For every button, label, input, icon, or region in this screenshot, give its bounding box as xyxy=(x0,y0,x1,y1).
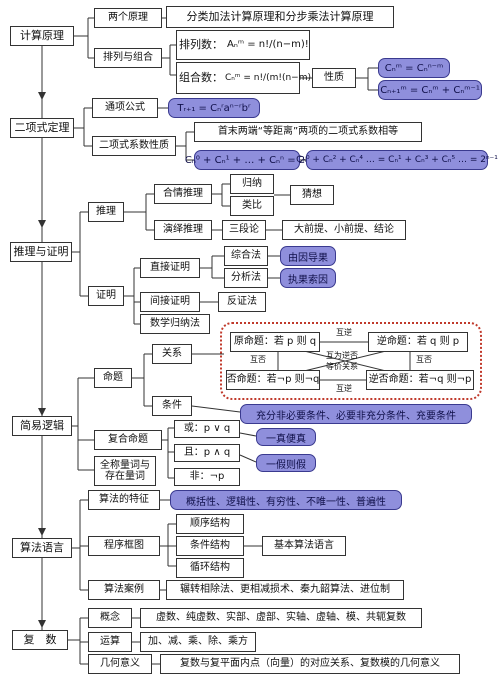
coef-sum-1: Cₙ⁰ + Cₙ¹ + … + Cₙⁿ = 2ⁿ xyxy=(185,150,309,170)
comb-box: 组合数： Cₙᵐ = n!/(m!(n−m)!) xyxy=(176,62,318,94)
perm-formula: Aₙᵐ = n!/(n−m)! xyxy=(227,39,309,51)
proposition-relation-frame xyxy=(220,322,482,400)
general-term-formula: Tᵣ₊₁ = Cₙʳaⁿ⁻ʳbʳ xyxy=(168,98,260,118)
property-1: Cₙᵐ = Cₙⁿ⁻ᵐ xyxy=(378,58,450,78)
inverse-proposition: 否命题：若¬p 则¬q xyxy=(226,370,320,390)
general-term: 通项公式 xyxy=(92,98,158,118)
basic-algorithm-language: 基本算法语言 xyxy=(262,536,346,556)
quantifier-line-1: 全称量词与 xyxy=(100,459,150,471)
mutual-negation-right: 互否 xyxy=(416,355,432,364)
mutual-negation-left: 互否 xyxy=(250,355,266,364)
condition-desc: 充分非必要条件、必要非充分条件、充要条件 xyxy=(240,404,472,424)
algorithm-cases: 算法案例 xyxy=(88,580,160,600)
not-proposition: 非：¬p xyxy=(174,468,240,486)
analysis-method: 分析法 xyxy=(224,268,268,288)
syllogism: 三段论 xyxy=(222,220,266,240)
quantifier-line-2: 存在量词 xyxy=(105,471,145,482)
induction: 归纳 xyxy=(230,174,274,194)
node-binomial: 二项式定理 xyxy=(10,118,74,138)
perm-box: 排列数： Aₙᵐ = n!/(n−m)! xyxy=(176,30,310,60)
analysis-desc: 执果索因 xyxy=(280,268,336,288)
proposition: 命题 xyxy=(94,368,132,388)
and-proposition: 且：p ∧ q xyxy=(174,444,240,462)
or-desc: 一真便真 xyxy=(256,428,316,446)
two-principles: 两个原理 xyxy=(94,8,162,28)
compound-proposition: 复合命题 xyxy=(94,430,162,450)
complex-concept: 概念 xyxy=(88,608,132,628)
mutual-converse-top: 互逆 xyxy=(336,328,352,337)
property: 性质 xyxy=(312,68,356,88)
reasoning: 推理 xyxy=(88,202,124,222)
condition: 条件 xyxy=(152,396,192,416)
node-logic: 简易逻辑 xyxy=(12,416,72,436)
coef-property: 二项式系数性质 xyxy=(92,136,176,156)
contradiction-method: 反证法 xyxy=(218,292,266,312)
complex-operation: 运算 xyxy=(88,632,132,652)
algorithm-features-desc: 概括性、逻辑性、有穷性、不唯一性、普遍性 xyxy=(170,490,402,510)
flowchart: 程序框图 xyxy=(88,536,160,556)
geometric-meaning-desc: 复数与复平面内点（向量）的对应关系、复数模的几何意义 xyxy=(160,654,460,674)
syllogism-desc: 大前提、小前提、结论 xyxy=(282,220,406,240)
conditional-structure: 条件结构 xyxy=(176,536,244,556)
quantifiers: 全称量词与 存在量词 xyxy=(94,456,156,486)
proof: 证明 xyxy=(88,286,124,306)
perm-label: 排列数： xyxy=(179,37,223,51)
direct-proof: 直接证明 xyxy=(140,258,200,278)
plausible-reasoning: 合情推理 xyxy=(154,184,212,204)
original-proposition: 原命题：若 p 则 q xyxy=(230,332,320,352)
relation: 关系 xyxy=(152,344,192,364)
property-2: Cₙ₊₁ᵐ = Cₙᵐ + Cₙᵐ⁻¹ xyxy=(378,80,482,100)
equivalence: 等价关系 xyxy=(326,362,358,371)
indirect-proof: 间接证明 xyxy=(140,292,200,312)
node-reasoning-proof: 推理与证明 xyxy=(10,242,72,262)
synthesis-desc: 由因导果 xyxy=(280,246,336,266)
loop-structure: 循环结构 xyxy=(176,558,244,578)
algorithm-cases-desc: 辗转相除法、更相减损术、秦九韶算法、进位制 xyxy=(166,580,404,600)
complex-concept-desc: 虚数、纯虚数、实部、虚部、实轴、虚轴、模、共轭复数 xyxy=(140,608,422,628)
two-principles-desc: 分类加法计算原理和分步乘法计算原理 xyxy=(166,6,394,28)
or-proposition: 或：p ∨ q xyxy=(174,420,240,438)
and-desc: 一假则假 xyxy=(256,454,316,472)
comb-label: 组合数： xyxy=(179,70,223,84)
mutual-converse-bottom: 互逆 xyxy=(336,384,352,393)
math-induction: 数学归纳法 xyxy=(140,314,210,334)
converse-proposition: 逆命题：若 q 则 p xyxy=(368,332,468,352)
geometric-meaning: 几何意义 xyxy=(88,654,152,674)
coef-desc: 首末两端“等距离”两项的二项式系数相等 xyxy=(194,122,422,142)
node-counting: 计算原理 xyxy=(10,26,74,46)
synthesis-method: 综合法 xyxy=(224,246,268,266)
complex-operation-desc: 加、减、乘、除、乘方 xyxy=(140,632,256,652)
comb-formula: Cₙᵐ = n!/(m!(n−m)!) xyxy=(225,72,319,83)
contrapositive-proposition: 逆否命题：若¬q 则¬p xyxy=(366,370,474,390)
mutual-contrapositive: 互为逆否 xyxy=(326,351,358,360)
coef-sum-2: Cₙ⁰ + Cₙ² + Cₙ⁴ … = Cₙ¹ + Cₙ³ + Cₙ⁵ … = … xyxy=(296,150,498,170)
node-algorithm: 算法语言 xyxy=(12,538,72,558)
sequence-structure: 顺序结构 xyxy=(176,514,244,534)
conjecture: 猜想 xyxy=(290,185,334,205)
node-complex: 复 数 xyxy=(12,630,68,650)
perm-comb: 排列与组合 xyxy=(94,48,162,68)
deductive-reasoning: 演绎推理 xyxy=(154,220,212,240)
analogy: 类比 xyxy=(230,196,274,216)
algorithm-features: 算法的特征 xyxy=(88,490,160,510)
